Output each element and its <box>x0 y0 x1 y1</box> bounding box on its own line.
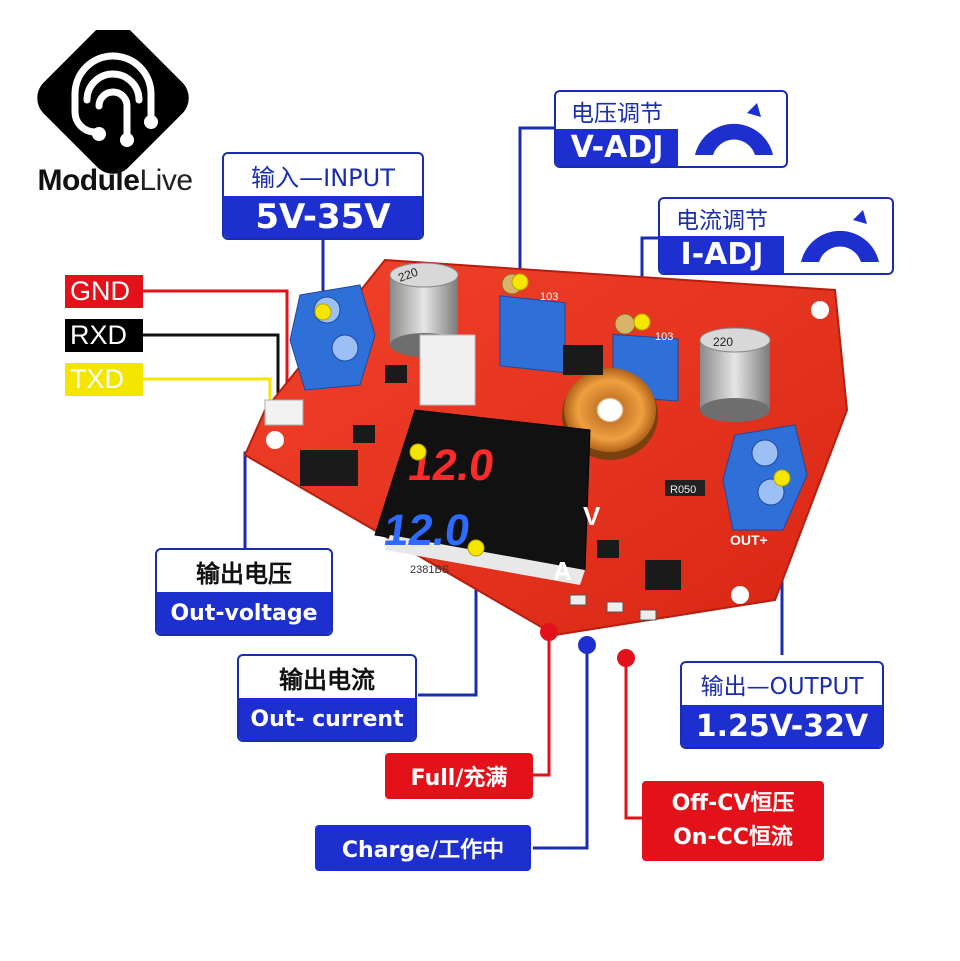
white-connector <box>419 334 476 406</box>
led-charge <box>606 601 624 613</box>
out-voltage-callout: 输出电压 Out-voltage <box>155 548 333 636</box>
input-callout-title: 输入—INPUT <box>251 163 395 192</box>
input-capacitor: 220 <box>389 262 459 357</box>
serial-header <box>264 399 304 426</box>
output-range-label: 1.25V-32V <box>682 705 882 747</box>
brand-logo: ModuleLive <box>15 22 215 210</box>
output-marker-icon <box>773 469 791 487</box>
output-terminal <box>722 424 808 531</box>
input-marker-icon <box>314 303 332 321</box>
full-label: Full/充满 <box>385 753 533 799</box>
svg-text:103: 103 <box>655 331 673 343</box>
out-current-marker-icon <box>467 539 485 557</box>
mount-hole-icon <box>266 431 284 449</box>
charge-led-dot-icon <box>578 636 596 654</box>
full-led-dot-icon <box>540 623 558 641</box>
txd-label: TXD <box>65 363 143 396</box>
out-current-callout: 输出电流 Out- current <box>237 654 417 742</box>
v-adj-cn-label: 电压调节 <box>571 100 663 127</box>
out-current-en-label: Out- current <box>239 698 415 740</box>
silkscreen-out: OUT+ <box>730 532 768 548</box>
out-current-cn-label: 输出电流 <box>279 665 375 694</box>
ic-chip <box>563 345 603 375</box>
charge-label: Charge/工作中 <box>315 825 531 871</box>
input-callout: 输入—INPUT 5V-35V <box>222 152 424 240</box>
out-voltage-cn-label: 输出电压 <box>196 559 292 588</box>
display-code: 2381BS <box>410 564 449 576</box>
svg-text:220: 220 <box>396 265 420 285</box>
v-adj-knob-icon <box>695 103 773 155</box>
display-current-readout: 12.0 <box>381 506 473 555</box>
svg-text:103: 103 <box>540 291 558 303</box>
output-callout-title: 输出—OUTPUT <box>700 674 864 700</box>
transistor <box>597 540 619 558</box>
led-full <box>569 594 587 606</box>
input-terminal <box>289 284 376 391</box>
rxd-label: RXD <box>65 319 143 352</box>
transistor <box>353 425 375 443</box>
v-adj-en-label: V-ADJ <box>556 129 678 166</box>
i-adj-en-label: I-ADJ <box>660 236 784 273</box>
off-cv-label: Off-CV恒压 <box>671 791 795 816</box>
out-voltage-marker-icon <box>409 443 427 461</box>
input-range-label: 5V-35V <box>224 196 422 238</box>
logo-mark-icon <box>37 22 189 174</box>
output-callout: 输出—OUTPUT 1.25V-32V <box>680 661 884 749</box>
out-voltage-en-label: Out-voltage <box>157 592 331 634</box>
shunt-resistor-label: R050 <box>670 484 696 496</box>
silkscreen-a: A <box>553 556 572 586</box>
output-capacitor: 220 <box>699 327 771 422</box>
cvcc-led-dot-icon <box>617 649 635 667</box>
silkscreen-v: V <box>583 501 601 531</box>
i-adj-knob-icon <box>801 210 879 262</box>
transistor <box>385 365 407 383</box>
gnd-label: GND <box>65 275 143 308</box>
mount-hole-icon <box>811 301 829 319</box>
v-adj-marker-icon <box>511 273 529 291</box>
mount-hole-icon <box>731 586 749 604</box>
ic-chip <box>645 560 681 590</box>
i-adj-callout: 电流调节 I-ADJ <box>658 197 894 275</box>
svg-text:220: 220 <box>713 335 733 349</box>
on-cc-label: On-CC恒流 <box>673 825 793 850</box>
cv-cc-label: Off-CV恒压 On-CC恒流 <box>642 781 824 861</box>
brand-name-bold: Module <box>37 164 140 197</box>
shunt-resistor <box>665 480 705 496</box>
i-adj-cn-label: 电流调节 <box>676 207 768 234</box>
v-adj-callout: 电压调节 V-ADJ <box>554 90 788 168</box>
brand-name-light: Live <box>139 164 193 197</box>
ic-chip <box>300 450 358 486</box>
pcb-board: 220 103 103 220 <box>243 258 849 637</box>
led-cv-cc <box>639 609 657 621</box>
i-adj-marker-icon <box>633 313 651 331</box>
